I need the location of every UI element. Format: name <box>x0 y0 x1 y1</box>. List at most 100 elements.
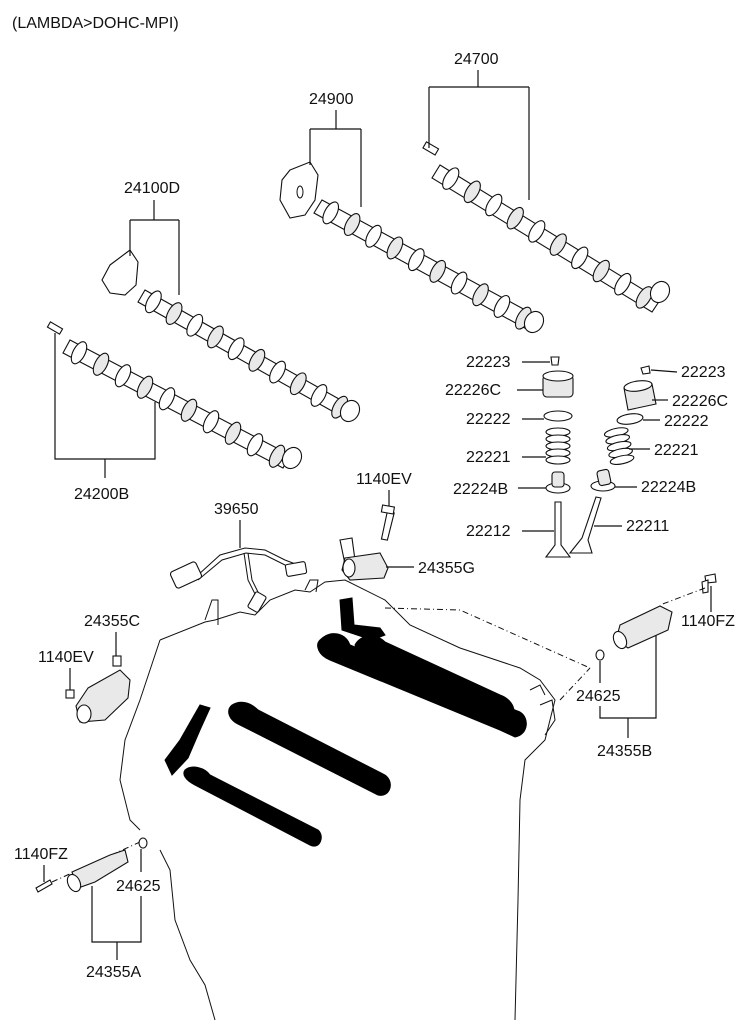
cam-lobe <box>407 248 425 272</box>
callout-label: 24625 <box>116 878 161 895</box>
callout-22222-right[interactable]: 22222 <box>643 413 709 430</box>
callout-label: 24100D <box>124 180 180 197</box>
callout-label: 39650 <box>214 501 259 518</box>
dowel-pin <box>422 141 440 156</box>
callout-24700[interactable]: 24700 <box>428 51 530 200</box>
callout-1140EV-left[interactable]: 1140EV <box>38 649 94 690</box>
camshaft-24100D[interactable] <box>101 249 363 425</box>
callout-1140FZ-left[interactable]: 1140FZ <box>14 846 68 882</box>
camshaft-24200B[interactable] <box>46 321 305 472</box>
callout-24355A[interactable]: 24355A <box>86 886 142 981</box>
callout-39650[interactable]: 39650 <box>214 501 259 548</box>
valve-assembly-right <box>568 365 657 554</box>
callout-24625-right[interactable]: 24625 <box>576 661 621 705</box>
camshaft-24700[interactable] <box>422 141 673 313</box>
callout-label: 22222 <box>664 413 709 430</box>
ocv-24355A[interactable] <box>51 841 141 894</box>
cylinder-head <box>119 579 591 1021</box>
callout-label: 24625 <box>576 688 621 705</box>
callout-label: 24200B <box>74 486 129 503</box>
cam-lobe <box>136 375 154 399</box>
ocv-24355G[interactable] <box>339 537 389 581</box>
camshaft-24900[interactable] <box>279 161 547 336</box>
cam-lobe <box>92 352 110 376</box>
cam-lobe <box>472 283 489 307</box>
sensor-wheel <box>101 249 139 296</box>
cam-lobe <box>635 286 653 309</box>
leader-line <box>599 635 657 738</box>
callout-label: 22226C <box>445 382 501 399</box>
callout-22221-left[interactable]: 22221 <box>466 449 546 466</box>
callout-label: 1140EV <box>38 649 94 666</box>
valve <box>568 496 602 554</box>
valve <box>544 501 572 558</box>
cam-lobe <box>549 233 567 256</box>
camshaft-body <box>313 199 545 334</box>
cam-lobe <box>592 259 610 283</box>
callout-24200B[interactable]: 24200B <box>54 333 156 503</box>
callout-label: 22224B <box>641 479 696 496</box>
valve-assembly-left <box>542 356 574 558</box>
callout-label: 1140EV <box>356 471 412 488</box>
callout-label: 24355B <box>597 743 652 760</box>
connector <box>169 561 203 589</box>
cam-lobe <box>386 236 404 260</box>
cam-lobe <box>614 272 632 296</box>
ocv-24355B[interactable] <box>611 587 706 651</box>
spring-retainer <box>543 410 573 422</box>
diagram-title: (LAMBDA>DOHC-MPI) <box>12 15 179 32</box>
callout-22223-left[interactable]: 22223 <box>466 354 550 371</box>
callout-label: 22221 <box>654 442 699 459</box>
leader-line <box>129 200 180 295</box>
callout-22212[interactable]: 22212 <box>466 523 554 540</box>
ocv-24355C[interactable] <box>75 655 131 724</box>
callout-22223-right[interactable]: 22223 <box>650 364 726 381</box>
callout-22222-left[interactable]: 22222 <box>466 411 544 428</box>
cam-lobe <box>165 302 183 325</box>
callout-22211[interactable]: 22211 <box>594 518 669 535</box>
cam-lobe <box>493 294 511 318</box>
callout-24625-left[interactable]: 24625 <box>116 849 161 895</box>
cam-lobe <box>186 313 204 337</box>
bolt-1140EV-top[interactable] <box>380 504 396 541</box>
callout-22221-right[interactable]: 22221 <box>629 442 699 459</box>
cam-lobe <box>158 387 176 411</box>
callout-label: 22221 <box>466 449 511 466</box>
callout-label: 24355C <box>84 613 140 630</box>
callout-label: 22211 <box>626 518 669 535</box>
callout-24355G[interactable]: 24355G <box>386 560 475 577</box>
leader-line <box>428 70 530 200</box>
callout-24355C[interactable]: 24355C <box>84 613 140 656</box>
callout-24355B[interactable]: 24355B <box>597 635 657 760</box>
connector <box>284 561 308 577</box>
callout-1140EV-top[interactable]: 1140EV <box>356 471 412 506</box>
callout-24100D[interactable]: 24100D <box>124 180 180 295</box>
callout-label: 22224B <box>453 481 508 498</box>
cam-lobe <box>571 246 589 270</box>
oring-24625-left[interactable] <box>138 837 148 849</box>
callout-24900[interactable]: 24900 <box>309 91 362 207</box>
leader-line <box>309 110 362 207</box>
callout-1140FZ-right[interactable]: 1140FZ <box>681 586 735 630</box>
callout-22224B-left[interactable]: 22224B <box>453 481 546 498</box>
leader-line <box>54 333 156 478</box>
leader-line <box>91 886 142 960</box>
leader-line <box>650 369 678 373</box>
callout-label: 22223 <box>466 354 511 371</box>
cam-lobe <box>202 410 220 434</box>
callout-22226C-right[interactable]: 22226C <box>652 393 728 410</box>
wiring-harness-39650[interactable] <box>169 547 308 613</box>
cam-lobe <box>144 290 162 314</box>
callout-22224B-right[interactable]: 22224B <box>615 479 696 496</box>
cam-lobe <box>322 201 340 225</box>
cam-lobe <box>485 193 503 217</box>
oring-24625-right[interactable] <box>595 649 605 661</box>
cam-lobe <box>450 271 468 295</box>
bolt-1140FZ-left[interactable] <box>35 879 53 893</box>
sensor-wheel <box>279 161 319 219</box>
callout-22226C-left[interactable]: 22226C <box>445 382 543 399</box>
bolt-1140FZ-right[interactable] <box>701 573 717 594</box>
callout-label: 24900 <box>309 91 354 108</box>
bolt-1140EV-left[interactable] <box>65 689 75 699</box>
